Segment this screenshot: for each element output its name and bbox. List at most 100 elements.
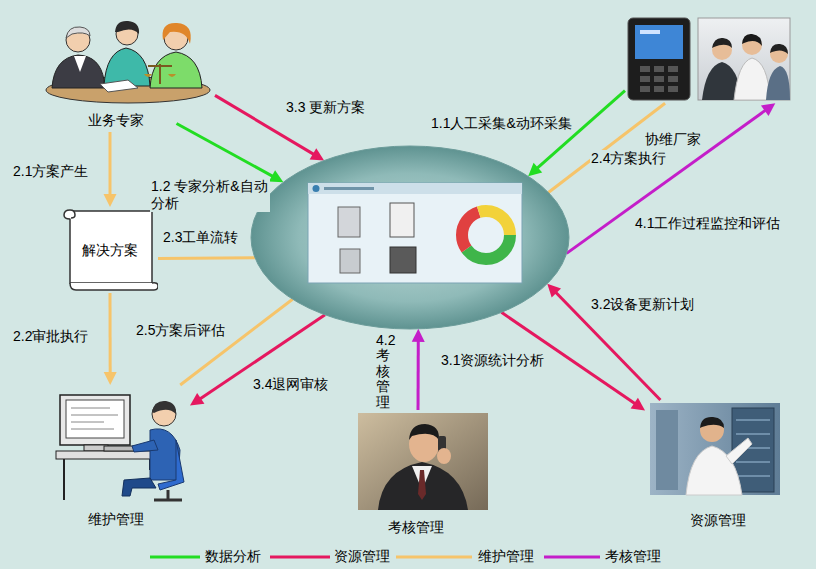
node-label: 业务专家 <box>88 111 144 129</box>
ellipse-outline <box>250 145 570 330</box>
legend-label: 数据分析 <box>205 548 261 565</box>
vendor-pictures <box>712 38 732 48</box>
expert-figure <box>46 21 210 103</box>
edge-label: 2.5方案后评估 <box>135 322 226 339</box>
document-scroll: 解决方案 <box>62 207 158 293</box>
edge-label: 2.4方案执行 <box>590 150 667 167</box>
connector-line <box>417 340 420 410</box>
vendor-pictures <box>628 18 690 100</box>
legend-line <box>396 556 472 559</box>
maintenance-figure <box>122 478 156 496</box>
assessor-photo <box>378 462 468 510</box>
maintenance-figure <box>71 415 118 416</box>
vendor-pictures <box>654 76 664 82</box>
arrow-head <box>761 103 775 116</box>
edge-label: 3.1资源统计分析 <box>440 352 545 369</box>
ellipse-outline <box>462 211 510 259</box>
arrow-head <box>104 372 117 385</box>
maintenance-figure <box>56 451 160 459</box>
assessor-photo <box>409 424 439 440</box>
node-label: 维护管理 <box>88 510 144 528</box>
resource-photo <box>700 417 724 428</box>
maintenance-figure <box>60 395 130 445</box>
vendor-pictures <box>770 44 788 54</box>
vendor-pictures <box>766 66 790 100</box>
arrow-head <box>190 393 204 406</box>
maintenance-figure <box>154 499 182 502</box>
arrow-head <box>547 284 561 298</box>
actor-figure: 业务专家 <box>40 10 215 132</box>
ellipse-outline <box>313 185 320 192</box>
legend-label: 考核管理 <box>605 548 661 565</box>
node-label: 解决方案 <box>82 241 138 259</box>
resource-photo <box>656 410 678 490</box>
node-label: 协维厂家 <box>645 130 701 148</box>
ellipse-outline <box>324 187 374 190</box>
edge-label: 4.2 考核管理 <box>376 333 402 410</box>
legend-label: 资源管理 <box>334 548 390 565</box>
maintenance-figure <box>56 395 184 500</box>
scroll-outline <box>64 210 75 219</box>
flow-connector <box>104 293 117 385</box>
connector-line <box>109 132 112 196</box>
ellipse-outline <box>340 249 360 273</box>
vendor-pictures <box>668 86 678 92</box>
edge-label: 2.3工单流转 <box>162 229 239 246</box>
edge-label: 3.3 更新方案 <box>285 99 366 116</box>
flow-connector <box>412 329 425 410</box>
actor-figure: 考核管理 <box>355 410 492 540</box>
resource-photo <box>650 403 780 495</box>
assessor-photo <box>437 448 451 464</box>
vendor-pictures <box>640 66 650 72</box>
expert-figure <box>74 56 86 72</box>
edge-label: 1.1人工采集&动环采集 <box>430 115 573 132</box>
arrow-head <box>269 170 284 182</box>
vendor-pictures <box>698 18 790 100</box>
connector-line <box>177 123 274 176</box>
flow-connector <box>158 257 255 259</box>
vendor-pictures <box>640 76 650 82</box>
assessor-photo <box>358 413 488 510</box>
connector-line <box>109 293 112 374</box>
maintenance-figure <box>152 401 176 414</box>
maintenance-figure <box>132 440 158 452</box>
vendor-pictures <box>742 34 762 46</box>
maintenance-figure <box>63 459 65 500</box>
node-label: 考核管理 <box>388 518 444 536</box>
arrow-head <box>104 194 117 207</box>
actor-figure: 维护管理 <box>50 385 190 532</box>
ellipse-outline <box>462 211 510 259</box>
arrow-head <box>631 398 645 411</box>
edge-label: 2.1方案产生 <box>12 163 89 180</box>
actor-figure: 资源管理 <box>645 400 785 532</box>
edge-label: 2.2审批执行 <box>12 328 89 345</box>
legend-line <box>270 556 330 559</box>
arrow-head <box>528 163 542 176</box>
assessor-photo <box>418 470 426 500</box>
edge-label: 3.4退网审核 <box>252 376 329 393</box>
scroll-outline <box>70 211 152 283</box>
resource-photo <box>650 403 780 495</box>
node-label: 资源管理 <box>690 511 746 529</box>
assessor-photo <box>358 413 488 510</box>
legend-label: 维护管理 <box>478 548 534 565</box>
ellipse-outline <box>390 247 416 273</box>
flow-connector <box>177 123 284 182</box>
arrow-head <box>412 329 425 342</box>
resource-photo <box>736 434 770 435</box>
expert-figure <box>100 80 138 92</box>
scroll-outline <box>70 283 158 290</box>
ellipse-outline <box>308 183 522 283</box>
ellipse-outline <box>338 207 360 237</box>
maintenance-figure <box>158 440 184 490</box>
maintenance-figure <box>71 429 114 430</box>
expert-figure <box>144 74 176 77</box>
vendor-pictures <box>635 25 683 59</box>
expert-figure <box>52 55 104 88</box>
flow-connector <box>180 299 292 385</box>
vendor-pictures <box>734 58 770 100</box>
edge-label: 1.2 专家分析&自动分析 <box>150 178 270 212</box>
expert-figure <box>150 52 202 88</box>
vendor-pictures <box>654 66 664 72</box>
